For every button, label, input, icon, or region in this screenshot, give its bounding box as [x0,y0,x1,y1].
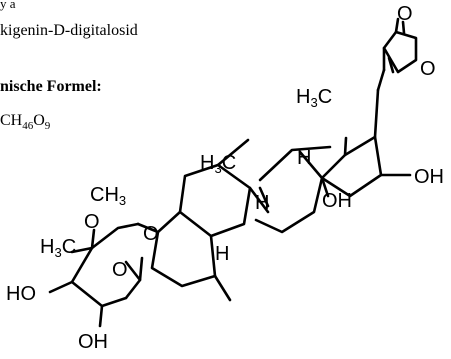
digitalose-ring [48,222,144,328]
formula-h: H [10,112,23,129]
hydroxyl-sugar-c2-label: OH [78,331,108,353]
carbonyl-oxygen-label: O [397,3,413,25]
methoxy-methyl-label: CH3 [90,184,126,208]
methyl-19-label: H3C [200,152,236,176]
formula-o: O [33,112,45,129]
hydrogen-c9-label: H [255,192,269,214]
formula-o-sub: 9 [44,120,51,133]
sugar-ring-oxygen-label: O [112,259,128,281]
methyl-18-label: H3C [296,86,332,110]
hydroxyl-c16-label: OH [414,166,444,188]
compound-name: kigenin-D-digitalosid [0,22,138,39]
hydroxyl-sugar-c3-label: HO [6,283,36,305]
molecular-formula: CH46O9 [0,112,50,132]
glycosidic-oxygen-label: O [143,223,159,245]
steroid-core [136,88,412,302]
formula-heading: nische Formel: [0,78,102,95]
formula-c: C [0,112,11,129]
methoxy-oxygen-label: O [84,211,100,233]
formula-h-sub: 46 [22,120,34,133]
sugar-methyl-label: H3C [40,236,76,260]
hydroxyl-c14-label: OH [322,190,352,212]
header-fragment: y a [0,0,16,11]
lactone-oxygen-label: O [420,58,436,80]
hydrogen-c5-label: H [215,243,229,265]
hydrogen-c8-label: H [297,147,311,169]
lactone-ring [376,17,418,92]
